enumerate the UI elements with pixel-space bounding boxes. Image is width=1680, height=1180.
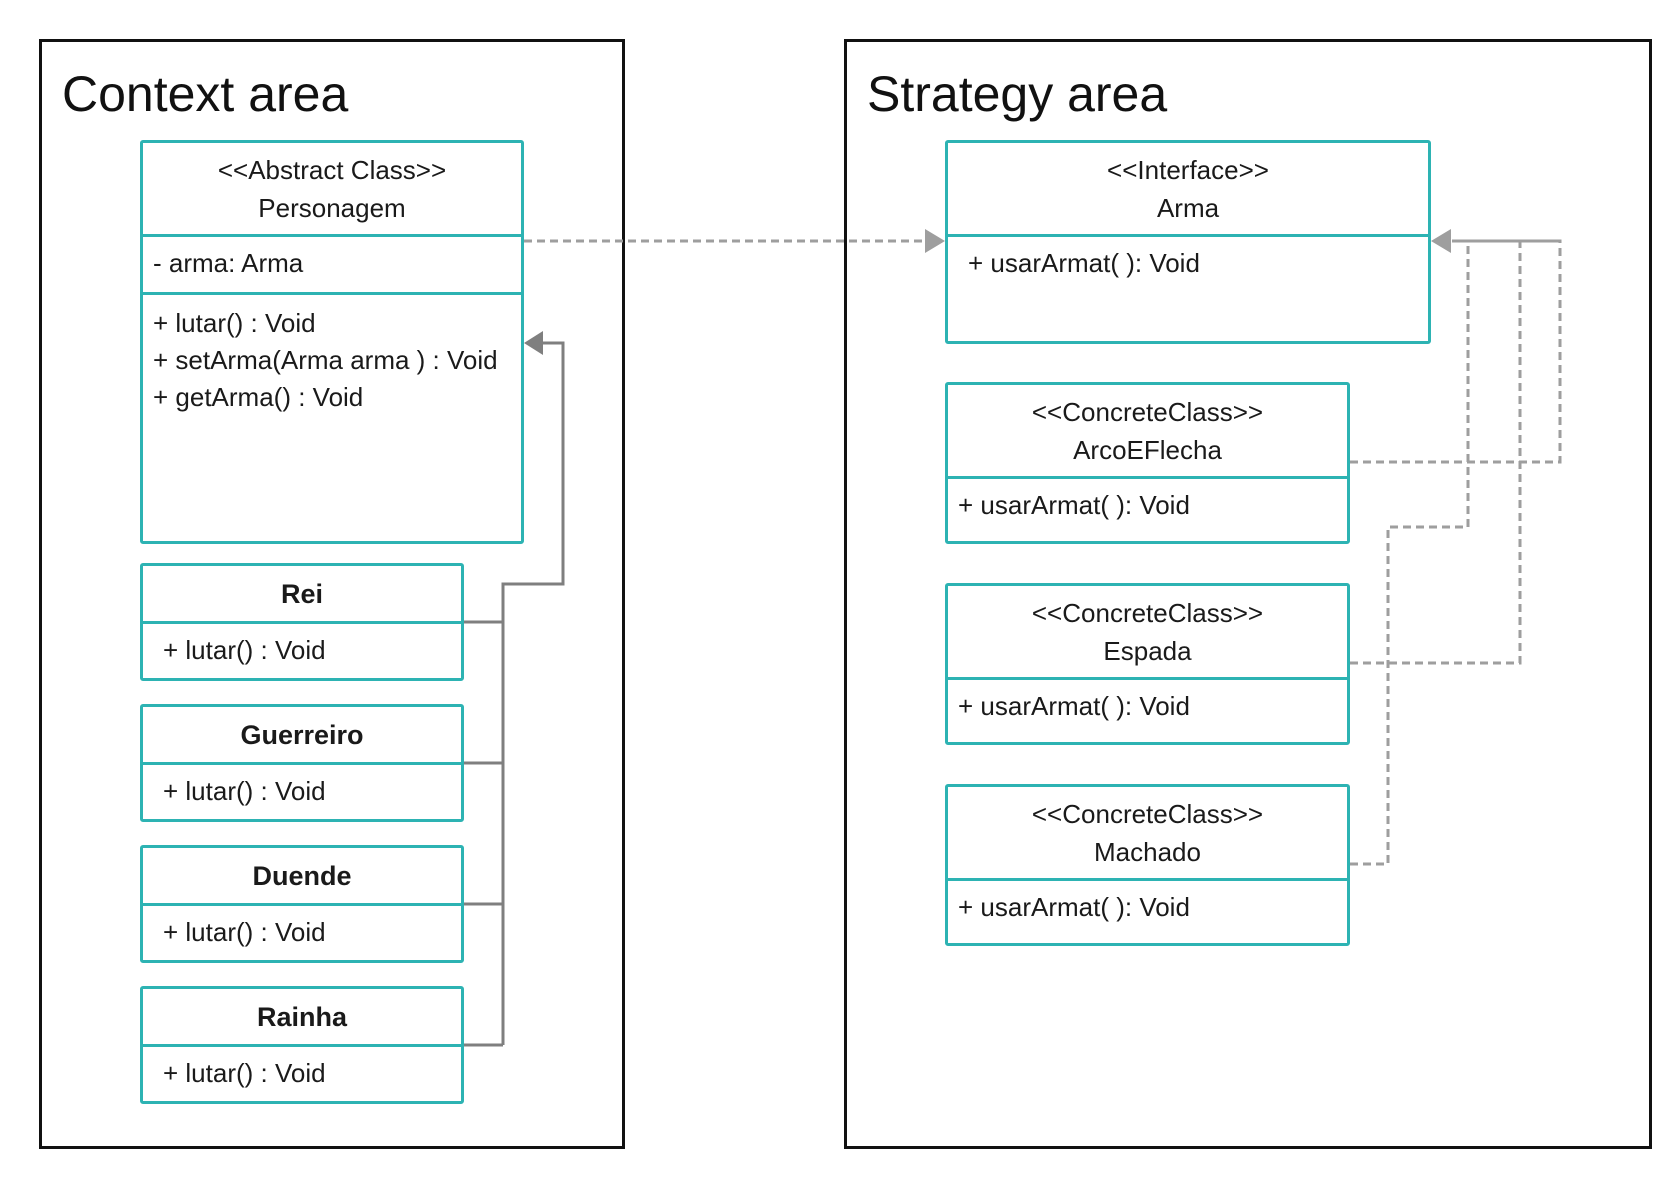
- class-guerreiro-name: Guerreiro: [240, 719, 364, 750]
- class-rei-header: Rei: [143, 566, 461, 624]
- class-arcoeflecha-method: + usarArmat( ): Void: [958, 490, 1190, 520]
- class-rei-methods: + lutar() : Void: [143, 624, 461, 669]
- class-duende[interactable]: Duende + lutar() : Void: [140, 845, 464, 963]
- class-espada-name: Espada: [1103, 635, 1192, 666]
- class-arcoeflecha-name: ArcoEFlecha: [1073, 434, 1222, 465]
- class-arcoeflecha-methods: + usarArmat( ): Void: [948, 479, 1347, 524]
- class-duende-method: + lutar() : Void: [163, 917, 326, 947]
- class-espada-methods: + usarArmat( ): Void: [948, 680, 1347, 725]
- class-machado[interactable]: <<ConcreteClass>> Machado + usarArmat( )…: [945, 784, 1350, 946]
- class-personagem-attributes: - arma: Arma: [143, 237, 521, 295]
- class-personagem-header: <<Abstract Class>> Personagem: [143, 143, 521, 237]
- class-personagem[interactable]: <<Abstract Class>> Personagem - arma: Ar…: [140, 140, 524, 544]
- class-machado-header: <<ConcreteClass>> Machado: [948, 787, 1347, 881]
- class-rainha-methods: + lutar() : Void: [143, 1047, 461, 1092]
- class-espada-method: + usarArmat( ): Void: [958, 691, 1190, 721]
- class-espada-stereotype: <<ConcreteClass>>: [1031, 597, 1264, 628]
- class-personagem-method: + getArma() : Void: [153, 382, 364, 412]
- class-personagem-stereotype: <<Abstract Class>>: [217, 154, 447, 185]
- class-machado-name: Machado: [1094, 836, 1201, 867]
- class-arcoeflecha[interactable]: <<ConcreteClass>> ArcoEFlecha + usarArma…: [945, 382, 1350, 544]
- class-personagem-methods: + lutar() : Void + setArma(Arma arma ) :…: [143, 295, 521, 416]
- class-arma-stereotype: <<Interface>>: [1107, 154, 1269, 185]
- class-arma-methods: + usarArmat( ): Void: [948, 237, 1428, 282]
- class-arma[interactable]: <<Interface>> Arma + usarArmat( ): Void: [945, 140, 1431, 344]
- class-personagem-attribute: - arma: Arma: [153, 248, 304, 278]
- class-rainha[interactable]: Rainha + lutar() : Void: [140, 986, 464, 1104]
- class-machado-method: + usarArmat( ): Void: [958, 892, 1190, 922]
- class-rainha-name: Rainha: [256, 1001, 348, 1032]
- class-arma-name: Arma: [1156, 192, 1220, 223]
- class-duende-name: Duende: [252, 860, 352, 891]
- class-rei[interactable]: Rei + lutar() : Void: [140, 563, 464, 681]
- class-duende-methods: + lutar() : Void: [143, 906, 461, 951]
- context-area-title: Context area: [62, 66, 349, 122]
- class-guerreiro-method: + lutar() : Void: [163, 776, 326, 806]
- class-machado-stereotype: <<ConcreteClass>>: [1031, 798, 1264, 829]
- class-personagem-method: + lutar() : Void: [153, 308, 316, 338]
- class-arcoeflecha-header: <<ConcreteClass>> ArcoEFlecha: [948, 385, 1347, 479]
- class-machado-methods: + usarArmat( ): Void: [948, 881, 1347, 926]
- class-personagem-name: Personagem: [258, 192, 406, 223]
- class-arma-method: + usarArmat( ): Void: [968, 248, 1200, 278]
- class-rainha-method: + lutar() : Void: [163, 1058, 326, 1088]
- class-espada[interactable]: <<ConcreteClass>> Espada + usarArmat( ):…: [945, 583, 1350, 745]
- class-duende-header: Duende: [143, 848, 461, 906]
- class-guerreiro[interactable]: Guerreiro + lutar() : Void: [140, 704, 464, 822]
- class-personagem-method: + setArma(Arma arma ) : Void: [153, 345, 498, 375]
- class-espada-header: <<ConcreteClass>> Espada: [948, 586, 1347, 680]
- class-rei-method: + lutar() : Void: [163, 635, 326, 665]
- class-arcoeflecha-stereotype: <<ConcreteClass>>: [1031, 396, 1264, 427]
- class-guerreiro-header: Guerreiro: [143, 707, 461, 765]
- class-guerreiro-methods: + lutar() : Void: [143, 765, 461, 810]
- class-rei-name: Rei: [280, 578, 324, 609]
- class-arma-header: <<Interface>> Arma: [948, 143, 1428, 237]
- class-rainha-header: Rainha: [143, 989, 461, 1047]
- strategy-area-title: Strategy area: [867, 66, 1168, 122]
